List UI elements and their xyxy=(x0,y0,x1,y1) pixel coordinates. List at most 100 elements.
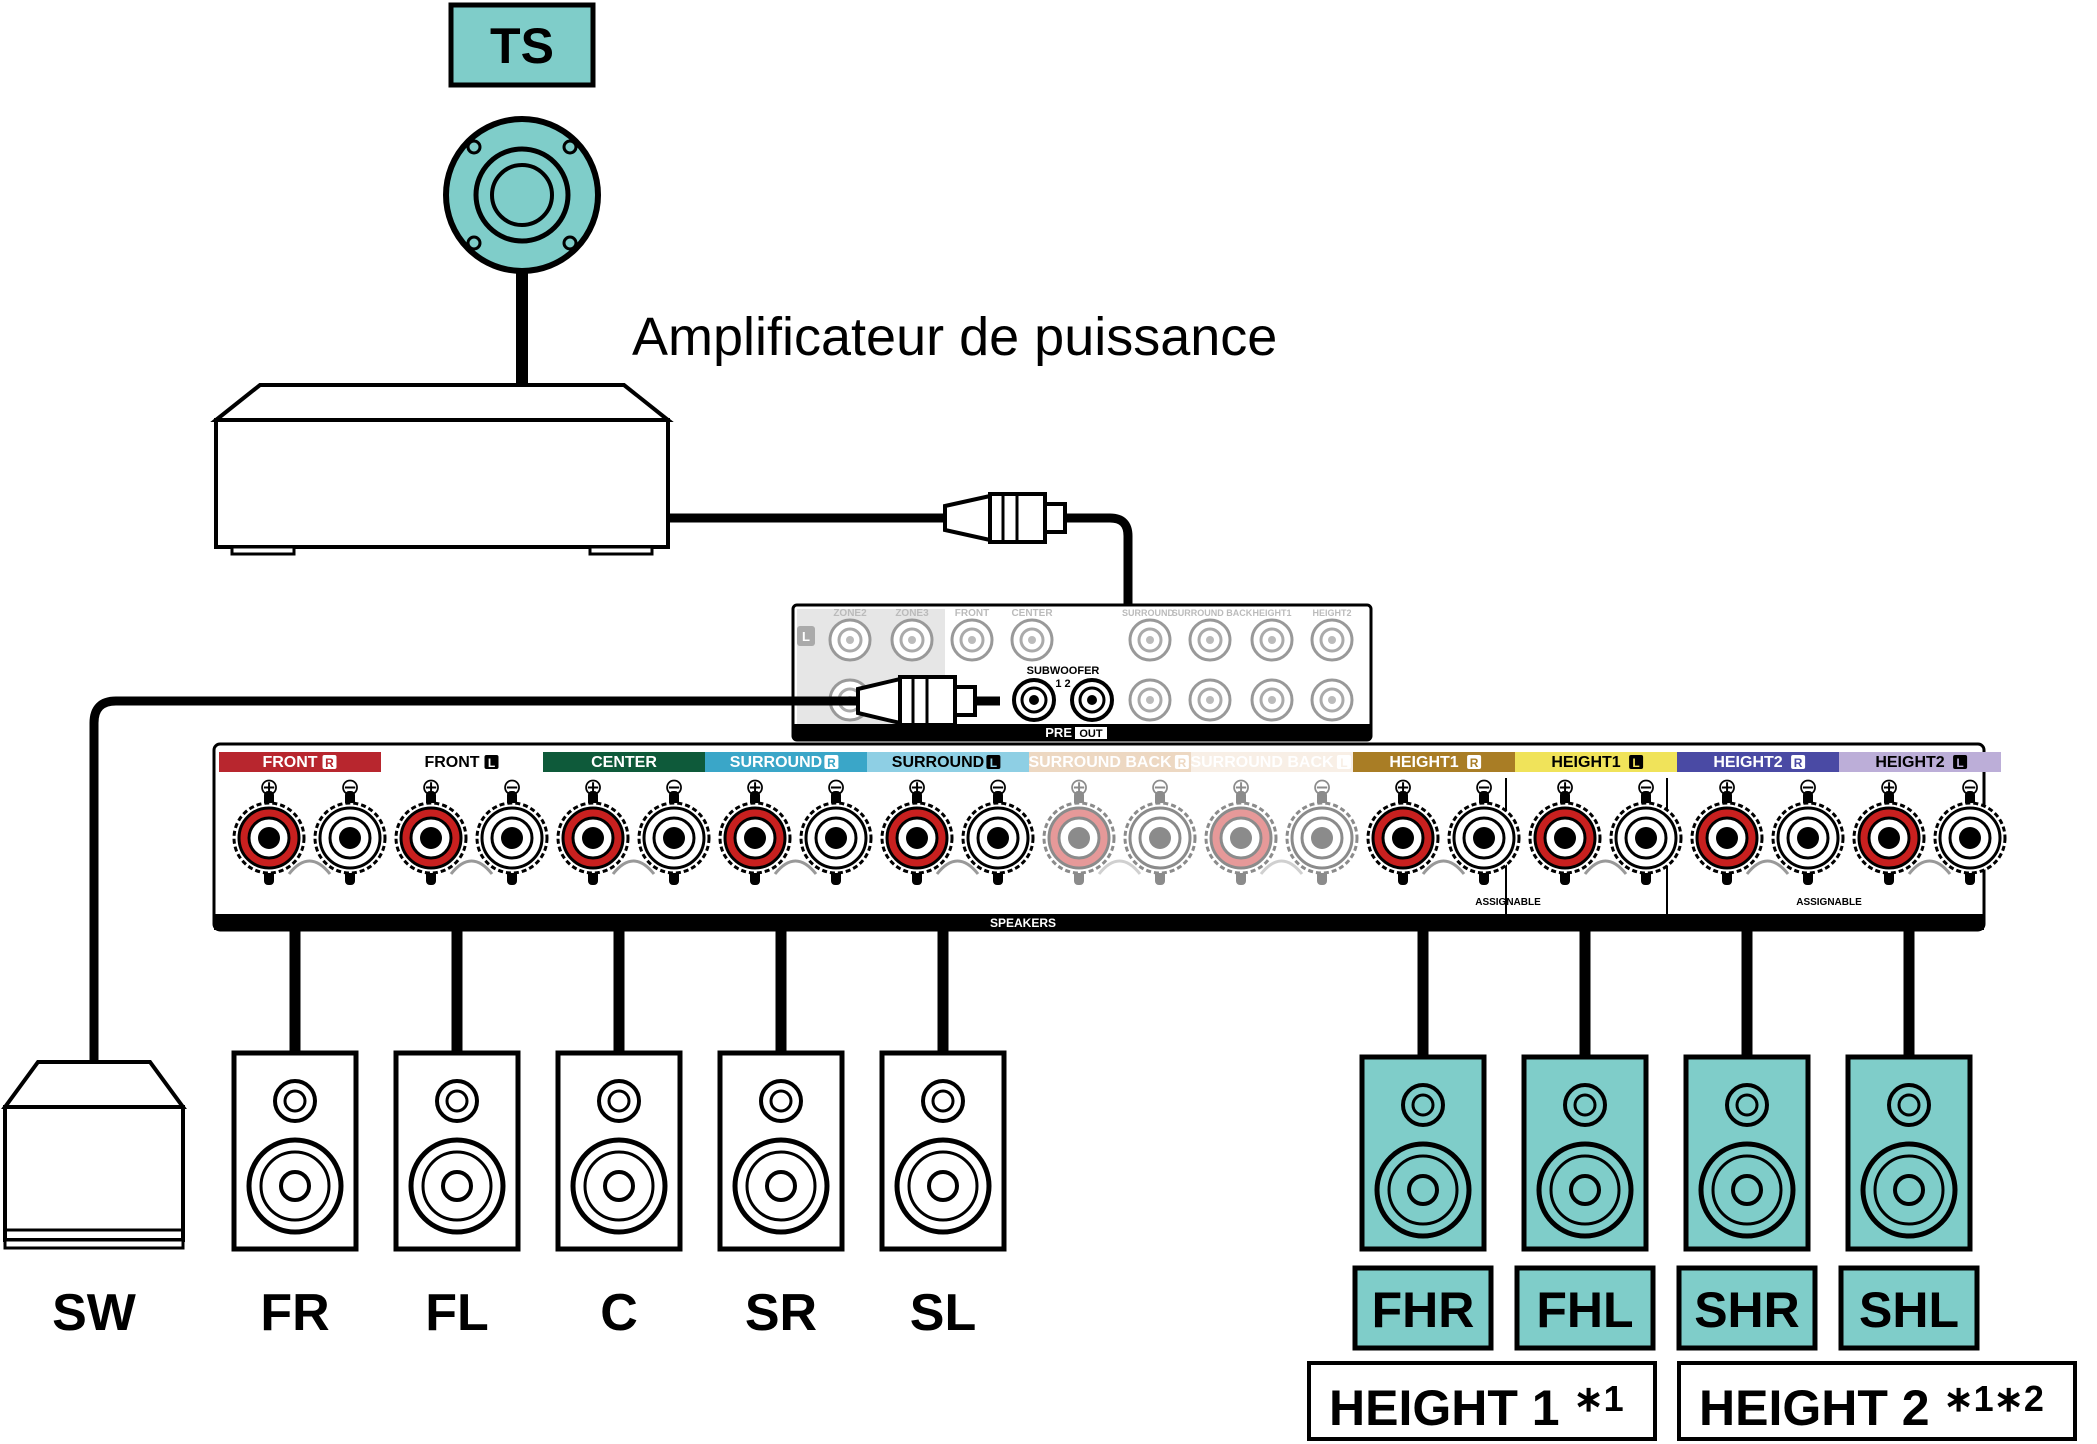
preout-jack xyxy=(1310,618,1354,662)
plus-terminal-symbol: ⊕ xyxy=(745,774,765,801)
channel-header-label: SURROUND xyxy=(730,754,822,771)
preout-jack xyxy=(1128,678,1172,722)
speaker-icon xyxy=(555,1050,683,1252)
channel-side-marker: L xyxy=(990,756,997,770)
plus-terminal-symbol: ⊕ xyxy=(1555,774,1575,801)
preout-jack xyxy=(890,618,934,662)
terminal-pair: ⊕⊖ xyxy=(232,774,387,885)
out-label: OUT xyxy=(1079,728,1103,740)
channel-header-label: HEIGHT2 xyxy=(1875,754,1944,771)
channel-side-marker: R xyxy=(1178,756,1187,770)
speaker-cable-separators xyxy=(214,915,1984,929)
channel-header-label: SURROUND xyxy=(892,754,984,771)
speaker-label-box: SHR xyxy=(1676,1265,1818,1351)
speaker-icon xyxy=(393,1050,521,1252)
minus-terminal-symbol: ⊖ xyxy=(1474,774,1494,801)
channel-header: SURROUND R xyxy=(705,752,867,772)
subwoofer-preout-label: SUBWOOFER xyxy=(1027,665,1100,677)
channel-header-label: HEIGHT1 xyxy=(1551,754,1620,771)
preout-channel-label: HEIGHT1 xyxy=(1252,608,1291,618)
speaker-label-sw: SW xyxy=(52,1284,137,1342)
channel-header: FRONT R xyxy=(219,752,381,772)
terminal-pair: ⊕⊖ xyxy=(1852,774,2007,885)
rca-plug-subwoofer xyxy=(856,675,977,727)
channel-side-marker: R xyxy=(1794,756,1803,770)
speaker-icon xyxy=(879,1050,1007,1252)
power-amplifier-icon xyxy=(210,383,674,556)
preout-jack xyxy=(1188,678,1232,722)
minus-terminal-symbol: ⊖ xyxy=(340,774,360,801)
channel-header: HEIGHT1 R xyxy=(1353,752,1515,772)
subwoofer-preout-jack xyxy=(1012,678,1056,722)
preout-jack xyxy=(1010,618,1054,662)
plus-terminal-symbol: ⊕ xyxy=(1069,774,1089,801)
minus-terminal-symbol: ⊖ xyxy=(1798,774,1818,801)
channel-header-label: CENTER xyxy=(591,754,657,771)
preout-zone-label: CENTER xyxy=(1011,608,1053,619)
subwoofer-cable xyxy=(89,696,1000,1062)
plus-terminal-symbol: ⊕ xyxy=(1393,774,1413,801)
preout-jack xyxy=(950,618,994,662)
group-footnote: ∗1 xyxy=(1573,1378,1623,1419)
channel-header-label: HEIGHT1 xyxy=(1389,754,1458,771)
terminal-pair: ⊕⊖ xyxy=(880,774,1035,885)
terminal-pair: ⊕⊖ xyxy=(718,774,873,885)
channel-side-marker: L xyxy=(488,756,495,770)
rca-plug-amp xyxy=(943,492,1067,544)
speaker-label: FL xyxy=(425,1284,489,1342)
speaker-label: FR xyxy=(260,1284,329,1342)
speaker-label: FHR xyxy=(1372,1282,1475,1338)
group-footnote: ∗1∗2 xyxy=(1943,1378,2043,1419)
plus-terminal-symbol: ⊕ xyxy=(259,774,279,801)
plus-terminal-symbol: ⊕ xyxy=(1231,774,1251,801)
subwoofer-icon xyxy=(1,1060,187,1250)
speaker-icon xyxy=(1845,1054,1973,1252)
group-label-box: HEIGHT 2 ∗1∗2 xyxy=(1677,1361,2077,1441)
preout-zone-label: ZONE3 xyxy=(895,608,929,619)
subwoofer-preout-numbers: 1 2 xyxy=(1055,678,1070,690)
speakers-label: SPEAKERS xyxy=(990,916,1056,930)
speaker-icon xyxy=(1521,1054,1649,1252)
channel-side-marker: L xyxy=(1632,756,1639,770)
preout-jack xyxy=(1188,618,1232,662)
terminal-pair: ⊕⊖ xyxy=(1204,774,1359,885)
speaker-icon xyxy=(717,1050,845,1252)
plus-terminal-symbol: ⊕ xyxy=(907,774,927,801)
speaker-icon xyxy=(1359,1054,1487,1252)
minus-terminal-symbol: ⊖ xyxy=(664,774,684,801)
channel-header: HEIGHT1 L xyxy=(1515,752,1677,772)
channel-header-label: FRONT xyxy=(424,754,479,771)
speaker-label: FHL xyxy=(1536,1282,1633,1338)
channel-header-label: FRONT xyxy=(262,754,317,771)
preout-channel-label: HEIGHT2 xyxy=(1312,608,1351,618)
channel-header: HEIGHT2 R xyxy=(1677,752,1839,772)
preout-jack xyxy=(1250,678,1294,722)
assignable-label-2: ASSIGNABLE xyxy=(1796,897,1862,908)
channel-side-marker: R xyxy=(325,756,334,770)
assignable-label-1: ASSIGNABLE xyxy=(1475,897,1541,908)
channel-header: SURROUND L xyxy=(867,752,1029,772)
speaker-icon xyxy=(1683,1054,1811,1252)
preout-channel-label: SURROUND BACK xyxy=(1172,608,1253,618)
speaker-label: C xyxy=(600,1284,638,1342)
channel-header-label: HEIGHT2 xyxy=(1713,754,1782,771)
group-label-box: HEIGHT 1 ∗1 xyxy=(1307,1361,1657,1441)
channel-side-marker: R xyxy=(827,756,836,770)
channel-side-marker: R xyxy=(1470,756,1479,770)
channel-header-label: SURROUND BACK xyxy=(1028,754,1172,771)
channel-header: FRONT L xyxy=(381,752,543,772)
speaker-label-box: FHR xyxy=(1352,1265,1494,1351)
terminal-pair: ⊕⊖ xyxy=(556,774,711,885)
channel-header: CENTER xyxy=(543,752,705,772)
speaker-icon xyxy=(231,1050,359,1252)
plus-terminal-symbol: ⊕ xyxy=(583,774,603,801)
terminal-pair: ⊕⊖ xyxy=(1690,774,1845,885)
preout-side-marker: L xyxy=(802,629,810,644)
top-speaker-icon xyxy=(443,116,601,274)
minus-terminal-symbol: ⊖ xyxy=(1960,774,1980,801)
plus-terminal-symbol: ⊕ xyxy=(1717,774,1737,801)
speaker-label: SHL xyxy=(1859,1282,1959,1338)
